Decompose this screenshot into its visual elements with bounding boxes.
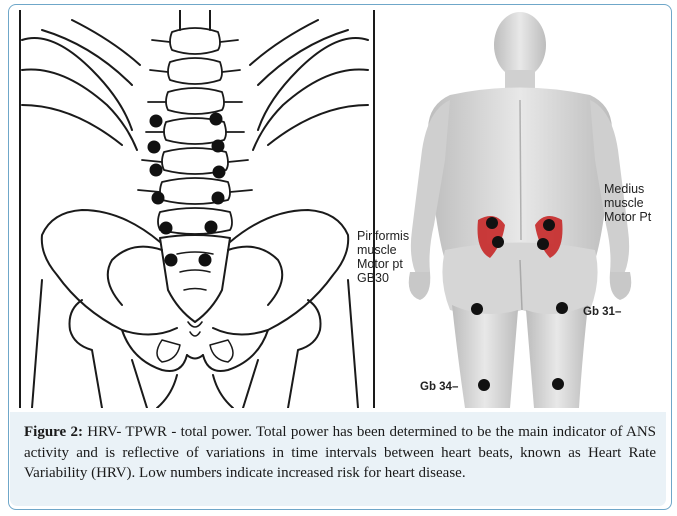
piriformis-muscle-label: Piriformis muscle Motor pt GB30 xyxy=(357,229,409,285)
figure-caption: Figure 2: HRV- TPWR - total power. Total… xyxy=(10,412,666,506)
caption-text: Figure 2: HRV- TPWR - total power. Total… xyxy=(24,422,656,484)
spine-pelvis-illustration xyxy=(12,10,378,408)
medius-muscle-label: Medius muscle Motor Pt xyxy=(604,182,651,224)
caption-label: Figure 2: xyxy=(24,424,83,440)
gb34-label: Gb 34– xyxy=(420,380,458,394)
caption-body: HRV- TPWR - total power. Total power has… xyxy=(24,424,656,481)
gb31-label: Gb 31– xyxy=(583,305,621,319)
